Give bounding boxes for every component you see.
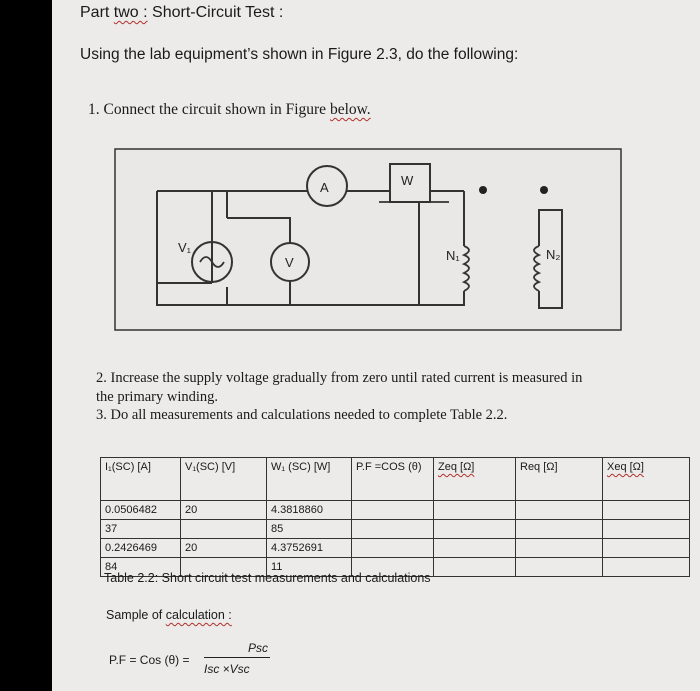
wire-secondary-loop bbox=[538, 209, 563, 309]
table-row: 84 11 bbox=[100, 557, 690, 577]
table-cell bbox=[433, 538, 516, 558]
primary-winding-coil bbox=[461, 245, 470, 292]
table-cell bbox=[515, 519, 603, 539]
secondary-label: N₂ bbox=[546, 247, 560, 262]
header-cell: Xeq [Ω] bbox=[602, 457, 690, 501]
formula-numerator: Psc bbox=[248, 641, 269, 655]
wire-bottom-return bbox=[290, 202, 420, 306]
table-cell: 84 bbox=[100, 557, 181, 577]
secondary-winding-coil bbox=[533, 245, 542, 292]
table-cell bbox=[433, 557, 516, 577]
ammeter-symbol bbox=[306, 165, 348, 207]
table-cell bbox=[602, 519, 690, 539]
circuit-diagram: A W V V₁ N₁ N₂ bbox=[114, 148, 622, 331]
wire-source-bottom bbox=[157, 236, 213, 284]
table-cell: 0.0506482 bbox=[100, 500, 181, 520]
table-cell bbox=[515, 538, 603, 558]
ammeter-label: A bbox=[320, 180, 329, 195]
figure-frame bbox=[114, 148, 622, 331]
table-cell bbox=[602, 500, 690, 520]
wire-v-bottom bbox=[227, 281, 291, 306]
intro-text: Using the lab equipment’s shown in Figur… bbox=[80, 46, 519, 63]
table-cell bbox=[433, 519, 516, 539]
formula-denominator: Isc ×Vsc bbox=[204, 662, 250, 676]
table-cell: 85 bbox=[266, 519, 352, 539]
table-cell: 4.3818860 bbox=[266, 500, 352, 520]
section-heading: Part two : Short-Circuit Test : bbox=[80, 4, 284, 21]
step-3: 3. Do all measurements and calculations … bbox=[96, 407, 508, 423]
table-caption: Table 2.2: Short circuit test measuremen… bbox=[104, 571, 431, 585]
measurements-table: I₁(SC) [A] V₁(SC) [V] W₁ (SC) [W] P.F =C… bbox=[100, 457, 690, 577]
table-cell: 37 bbox=[100, 519, 181, 539]
table-cell: 20 bbox=[180, 538, 267, 558]
wire-left-outer bbox=[156, 191, 227, 306]
table-cell bbox=[351, 538, 434, 558]
step-2-continued: the primary winding. bbox=[96, 389, 219, 405]
table-cell bbox=[433, 500, 516, 520]
header-cell: V₁(SC) [V] bbox=[180, 457, 267, 501]
table-cell: 4.3752691 bbox=[266, 538, 352, 558]
header-cell: W₁ (SC) [W] bbox=[266, 457, 352, 501]
heading-underlined-word: two : bbox=[113, 4, 148, 21]
table-row: 0.0506482 20 4.3818860 bbox=[100, 500, 690, 520]
table-cell bbox=[351, 500, 434, 520]
polarity-dot-secondary bbox=[540, 186, 548, 194]
header-cell: Zeq [Ω] bbox=[433, 457, 516, 501]
table-cell: 20 bbox=[180, 500, 267, 520]
polarity-dot-primary bbox=[479, 186, 487, 194]
table-cell bbox=[602, 557, 690, 577]
voltmeter-label: V bbox=[285, 255, 294, 270]
table-row: 37 85 bbox=[100, 519, 690, 539]
header-cell: I₁(SC) [A] bbox=[100, 457, 181, 501]
step-1: 1. Connect the circuit shown in Figure b… bbox=[88, 101, 371, 118]
table-row: 0.2426469 20 4.3752691 bbox=[100, 538, 690, 558]
table-cell: 0.2426469 bbox=[100, 538, 181, 558]
wire-v-top bbox=[227, 217, 291, 243]
table-cell bbox=[180, 519, 267, 539]
wattmeter-label: W bbox=[401, 173, 414, 188]
ac-wave-icon bbox=[199, 256, 225, 268]
table-cell bbox=[351, 519, 434, 539]
step-2: 2. Increase the supply voltage gradually… bbox=[96, 370, 583, 386]
header-cell: Req [Ω] bbox=[515, 457, 603, 501]
sample-heading: Sample of calculation : bbox=[106, 608, 232, 622]
table-cell bbox=[515, 500, 603, 520]
table-cell bbox=[602, 538, 690, 558]
table-cell bbox=[515, 557, 603, 577]
primary-label: N₁ bbox=[446, 248, 460, 263]
fraction-bar bbox=[204, 657, 270, 658]
source-label: V₁ bbox=[178, 240, 192, 255]
wire-primary-bottom bbox=[419, 291, 465, 306]
document-page: Part two : Short-Circuit Test : Using th… bbox=[52, 0, 700, 691]
table-header-row: I₁(SC) [A] V₁(SC) [V] W₁ (SC) [W] P.F =C… bbox=[100, 457, 690, 501]
header-cell: P.F =COS (θ) bbox=[351, 457, 434, 501]
formula-lhs: P.F = Cos (θ) = bbox=[109, 653, 190, 667]
